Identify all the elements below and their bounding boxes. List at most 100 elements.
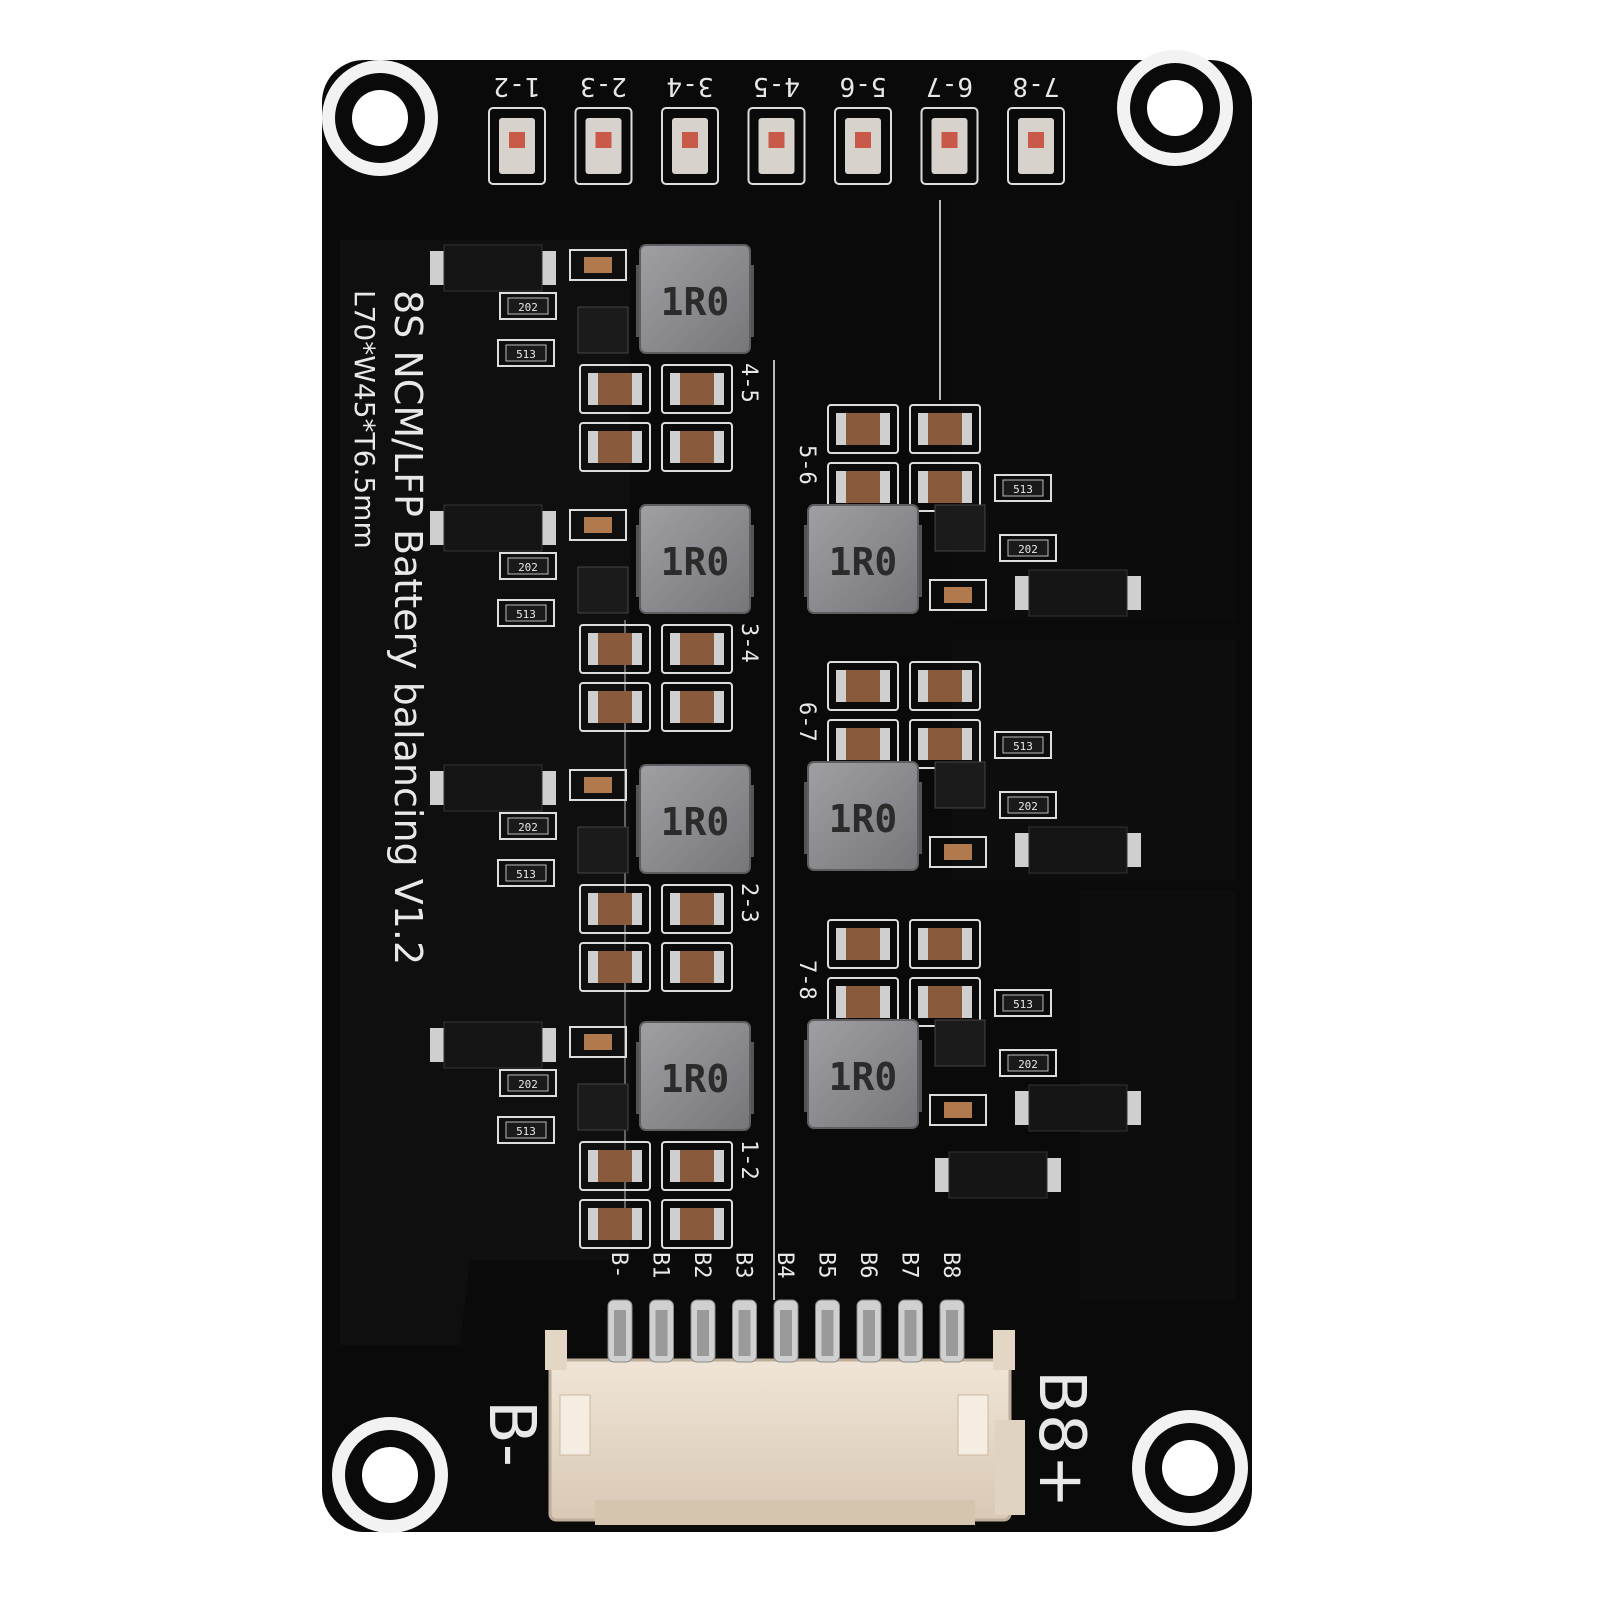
mounting-hole-bottom-right xyxy=(1132,1410,1248,1526)
pin-B6: B6 xyxy=(855,1252,882,1363)
title-line-2: L70*W45*T6.5mm xyxy=(348,290,381,549)
pair-label: 1-2 xyxy=(736,1140,761,1180)
inductor-4-5: 1R0 xyxy=(636,244,754,354)
pin-B8: B8 xyxy=(938,1252,965,1363)
mounting-hole-top-left xyxy=(322,60,438,176)
diode xyxy=(1015,1084,1141,1132)
inductor-marking: 1R0 xyxy=(661,540,730,584)
pair-label: 5-6 xyxy=(794,445,819,485)
resistor: 202 xyxy=(499,292,557,320)
pair-label: 6-7 xyxy=(794,702,819,742)
resistor-marking: 513 xyxy=(1013,740,1033,753)
led-label: 4-5 xyxy=(753,71,800,101)
smd-capacitor xyxy=(569,769,627,801)
resistor-marking: 202 xyxy=(518,1078,538,1091)
resistor: 202 xyxy=(999,791,1057,819)
inductor-marking: 1R0 xyxy=(829,797,898,841)
ic-chip xyxy=(577,566,629,614)
pin-label: B6 xyxy=(855,1252,880,1279)
resistor: 202 xyxy=(499,552,557,580)
inductor-2-3: 1R0 xyxy=(636,764,754,874)
resistor-marking: 202 xyxy=(518,821,538,834)
inductor-7-8: 1R0 xyxy=(804,1019,922,1129)
resistor: 513 xyxy=(497,1116,555,1144)
pin-B3: B3 xyxy=(731,1252,757,1363)
smd-capacitor xyxy=(569,509,627,541)
pair-label: 7-8 xyxy=(794,960,819,1000)
capacitor-array xyxy=(579,884,733,992)
pin-B7: B7 xyxy=(897,1252,923,1363)
pin-label: B5 xyxy=(814,1252,839,1279)
capacitor-array xyxy=(579,1141,733,1249)
smd-capacitor xyxy=(929,836,987,868)
resistor: 513 xyxy=(994,474,1052,502)
inductor-5-6: 1R0 xyxy=(804,504,922,614)
pair-label: 4-5 xyxy=(736,363,761,403)
ic-chip xyxy=(934,504,986,552)
pair-label: 3-4 xyxy=(736,623,761,663)
resistor-marking: 202 xyxy=(1018,800,1038,813)
pin-label: B4 xyxy=(772,1252,797,1279)
resistor-marking: 202 xyxy=(1018,543,1038,556)
capacitor-array xyxy=(579,624,733,732)
resistor: 513 xyxy=(994,989,1052,1017)
diode xyxy=(430,504,556,552)
resistor-marking: 513 xyxy=(1013,483,1033,496)
smd-capacitor xyxy=(569,249,627,281)
mounting-hole-top-right xyxy=(1117,50,1233,166)
pin-label: B1 xyxy=(648,1252,673,1279)
resistor: 202 xyxy=(999,534,1057,562)
diode xyxy=(935,1151,1061,1199)
resistor: 513 xyxy=(497,599,555,627)
capacitor-array xyxy=(827,404,981,512)
resistor: 513 xyxy=(994,731,1052,759)
resistor-marking: 202 xyxy=(1018,1058,1038,1071)
pin-label: B7 xyxy=(897,1252,922,1279)
resistor-marking: 202 xyxy=(518,561,538,574)
resistor-marking: 202 xyxy=(518,301,538,314)
led-label: 7-8 xyxy=(1013,71,1060,101)
ic-chip xyxy=(577,826,629,874)
diode xyxy=(1015,569,1141,617)
inductor-3-4: 1R0 xyxy=(636,504,754,614)
pin-B2: B2 xyxy=(689,1252,716,1363)
pin-B4: B4 xyxy=(772,1252,799,1363)
inductor-marking: 1R0 xyxy=(829,540,898,584)
resistor: 202 xyxy=(499,1069,557,1097)
resistor-marking: 513 xyxy=(516,1125,536,1138)
resistor: 202 xyxy=(499,812,557,840)
pair-label: 2-3 xyxy=(736,883,761,923)
ic-chip xyxy=(934,761,986,809)
smd-capacitor xyxy=(929,1094,987,1126)
led-7-8: 7-8 xyxy=(1007,71,1065,185)
pin-label: B8 xyxy=(938,1252,963,1279)
led-3-4: 3-4 xyxy=(661,71,719,185)
resistor: 513 xyxy=(497,859,555,887)
capacitor-array xyxy=(827,661,981,769)
resistor: 513 xyxy=(497,339,555,367)
diode xyxy=(430,244,556,292)
smd-capacitor xyxy=(569,1026,627,1058)
diode xyxy=(430,764,556,812)
resistor-marking: 513 xyxy=(1013,998,1033,1011)
led-label: 2-3 xyxy=(580,71,627,101)
inductor-1-2: 1R0 xyxy=(636,1021,754,1131)
led-label: 5-6 xyxy=(840,71,887,101)
pin-B5: B5 xyxy=(814,1252,840,1363)
capacitor-array xyxy=(579,364,733,472)
resistor: 202 xyxy=(999,1049,1057,1077)
inductor-6-7: 1R0 xyxy=(804,761,922,871)
diode xyxy=(430,1021,556,1069)
inductor-marking: 1R0 xyxy=(661,280,730,324)
balance-connector xyxy=(545,1330,1025,1525)
polarity-pos-label: B8+ xyxy=(1024,1370,1098,1508)
resistor-marking: 513 xyxy=(516,608,536,621)
inductor-marking: 1R0 xyxy=(661,1057,730,1101)
led-1-2: 1-2 xyxy=(488,71,546,185)
inductor-marking: 1R0 xyxy=(661,800,730,844)
component-layer: 202 513 1R0 4-5 202 513 1R0 3-4 202 513 1R0 2-3 202 5… xyxy=(430,244,1141,1249)
pin-label: B- xyxy=(606,1252,631,1279)
pin-B1: B1 xyxy=(648,1252,674,1363)
